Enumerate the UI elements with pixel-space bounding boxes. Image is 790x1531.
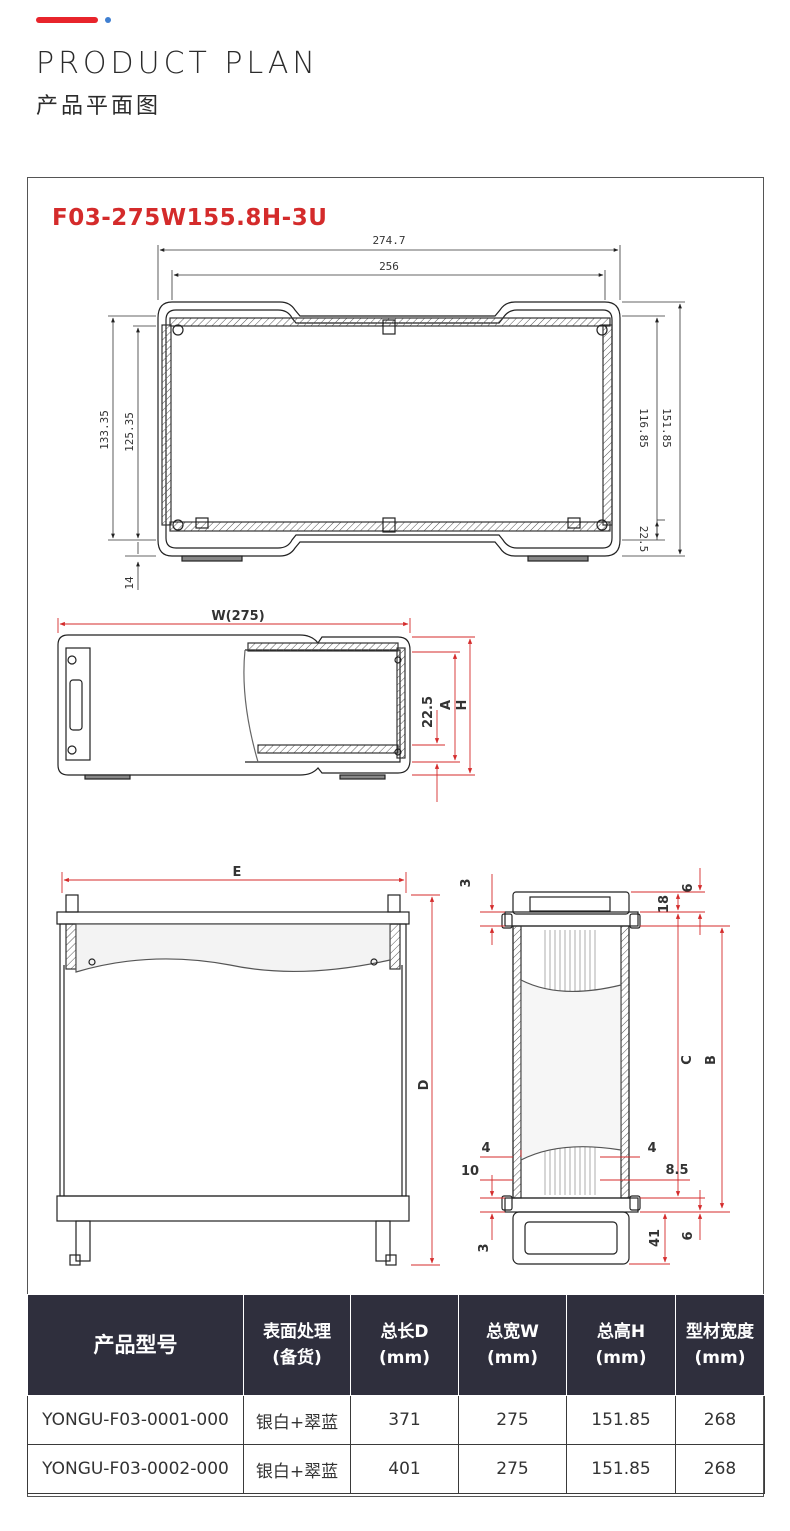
dim-4-left: 4 (481, 1141, 490, 1156)
front-right-wall (602, 324, 613, 526)
technical-drawing: 274.7 256 133.35 125.35 14 116.85 151.85… (56, 234, 730, 1266)
dim-22-5-front: 22.5 (637, 526, 650, 553)
cell-model: YONGU-F03-0002-000 (27, 1444, 244, 1494)
header-length: 总长D(mm) (350, 1294, 459, 1396)
cell-finish: 银白+翠蓝 (243, 1444, 351, 1494)
table-row: YONGU-F03-0001-000 银白+翠蓝 371 275 151.85 … (27, 1395, 765, 1445)
table-header-row: 产品型号 表面处理(备货) 总长D(mm) 总宽W(mm) 总高H(mm) 型材… (27, 1294, 765, 1396)
dim-18: 18 (657, 895, 672, 913)
cell-model: YONGU-F03-0001-000 (27, 1395, 244, 1445)
cell-finish: 银白+翠蓝 (243, 1395, 351, 1445)
cell-width: 275 (458, 1395, 567, 1445)
front-bottom-wall (169, 521, 611, 532)
header-accent-dot (105, 17, 111, 23)
header-finish: 表面处理(备货) (243, 1294, 351, 1396)
front-outer-profile (157, 301, 621, 557)
dim-d: D (417, 1079, 432, 1090)
cell-height: 151.85 (566, 1395, 676, 1445)
front-dimensions (108, 245, 685, 590)
end-dimensions (480, 868, 730, 1265)
dim-41: 41 (648, 1229, 663, 1247)
dim-22-5-section: 22.5 (421, 696, 436, 728)
cell-width: 275 (458, 1444, 567, 1494)
dim-116-85: 116.85 (637, 408, 650, 448)
dim-14: 14 (123, 576, 136, 590)
dim-10: 10 (461, 1164, 479, 1179)
header-profile-width: 型材宽度(mm) (675, 1294, 765, 1396)
dim-125-35: 125.35 (123, 412, 136, 452)
dim-3-top: 3 (459, 878, 474, 887)
dim-274-7: 274.7 (372, 234, 405, 247)
header-width: 总宽W(mm) (458, 1294, 567, 1396)
cell-length: 371 (350, 1395, 459, 1445)
side-dimensions (61, 872, 440, 1266)
header-height: 总高H(mm) (566, 1294, 676, 1396)
cell-profile-width: 268 (675, 1444, 765, 1494)
cell-height: 151.85 (566, 1444, 676, 1494)
section-outer (57, 634, 411, 776)
cell-profile-width: 268 (675, 1395, 765, 1445)
dim-8-5: 8.5 (665, 1163, 688, 1178)
section-dimensions (57, 618, 475, 802)
spec-table: 产品型号 表面处理(备货) 总长D(mm) 总宽W(mm) 总高H(mm) 型材… (27, 1294, 765, 1494)
front-left-wall (161, 324, 172, 526)
dim-256: 256 (379, 260, 399, 273)
section-view (57, 634, 411, 780)
end-view (501, 891, 641, 1265)
header-accent-bar (36, 17, 98, 23)
dim-b: B (704, 1055, 719, 1065)
dim-151-85: 151.85 (660, 408, 673, 448)
page-title-en: PRODUCT PLAN (36, 46, 319, 81)
page-title-cn: 产品平面图 (36, 94, 162, 119)
model-number: F03-275W155.8H-3U (52, 205, 328, 231)
dim-3-bottom: 3 (477, 1243, 492, 1252)
drawing-frame (27, 177, 764, 1497)
dim-a: A (439, 700, 454, 710)
dim-6-bottom: 6 (681, 1231, 696, 1240)
cell-length: 401 (350, 1444, 459, 1494)
table-row: YONGU-F03-0002-000 银白+翠蓝 401 275 151.85 … (27, 1444, 765, 1494)
dim-h: H (455, 700, 470, 711)
dim-c: C (680, 1055, 695, 1065)
front-top-wall (169, 317, 611, 327)
side-view (56, 894, 410, 1266)
front-inner-profile (165, 309, 613, 549)
dim-e: E (233, 865, 242, 880)
front-view (157, 301, 621, 562)
dim-4-right: 4 (647, 1141, 656, 1156)
header-model: 产品型号 (27, 1294, 244, 1396)
dim-133-35: 133.35 (98, 410, 111, 450)
dim-w-275: W(275) (211, 609, 264, 624)
dim-6-top: 6 (681, 883, 696, 892)
